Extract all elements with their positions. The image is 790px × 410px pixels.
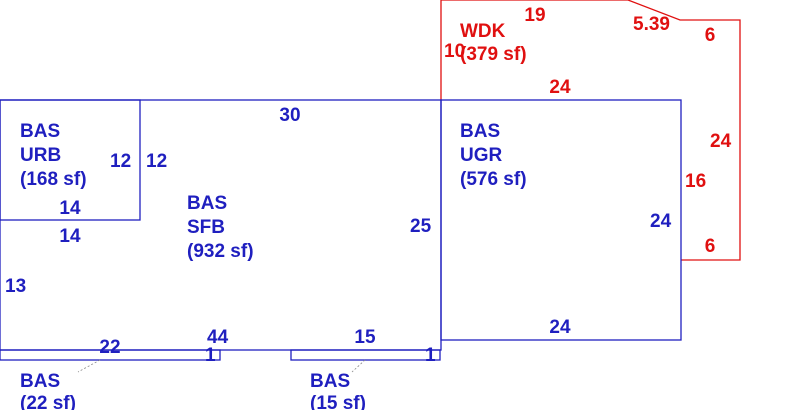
dim-wdk-step: 16 <box>685 171 706 192</box>
dim-sfb-bottom-mid: 44 <box>207 327 229 348</box>
ugr-name: UGR <box>460 145 503 166</box>
dim-small-left-len: 22 <box>99 337 120 358</box>
dim-sfb-top: 30 <box>279 105 300 126</box>
ugr-code: BAS <box>460 121 500 142</box>
small-left-leader <box>77 359 101 373</box>
dim-ugr-bottom: 24 <box>549 317 571 338</box>
small-right-size: (15 sf) <box>310 393 366 410</box>
dim-urb-bottom-b: 14 <box>59 226 81 247</box>
dim-sfb-left: 13 <box>5 276 26 297</box>
dim-wdk-diag: 5.39 <box>633 14 670 35</box>
ugr-size: (576 sf) <box>460 169 527 190</box>
small-right-outline <box>290 349 441 361</box>
dim-urb-right-b: 12 <box>146 151 167 172</box>
small-left-outline <box>0 349 221 361</box>
dim-urb-right-a: 12 <box>110 151 131 172</box>
dim-sfb-right: 25 <box>410 216 432 237</box>
dim-ugr-right: 24 <box>650 211 672 232</box>
dim-small-right-h: 1 <box>425 345 436 366</box>
urb-code: BAS <box>20 121 60 142</box>
dim-wdk-top: 19 <box>524 5 545 26</box>
small-left-code: BAS <box>20 371 60 392</box>
wdk-outline <box>440 0 741 261</box>
dim-wdk-top-right: 6 <box>705 25 716 46</box>
dim-wdk-left: 10 <box>444 41 465 62</box>
sfb-size: (932 sf) <box>187 241 254 262</box>
urb-name: URB <box>20 145 61 166</box>
wdk-code: WDK <box>460 21 506 42</box>
small-right-code: BAS <box>310 371 350 392</box>
dim-wdk-bottom-right: 6 <box>705 236 716 257</box>
sfb-name: SFB <box>187 217 225 238</box>
dim-small-right-len: 15 <box>354 327 376 348</box>
wdk-size: (379 sf) <box>460 44 527 65</box>
small-right-leader <box>351 359 366 373</box>
sfb-code: BAS <box>187 193 227 214</box>
dim-wdk-right: 24 <box>710 131 732 152</box>
dim-urb-bottom-a: 14 <box>59 198 81 219</box>
small-left-size: (22 sf) <box>20 393 76 410</box>
urb-size: (168 sf) <box>20 169 87 190</box>
ugr-outline <box>440 99 682 341</box>
dim-ugr-top: 24 <box>549 77 571 98</box>
urb-outline <box>0 99 141 221</box>
dim-small-left-h: 1 <box>205 345 216 366</box>
